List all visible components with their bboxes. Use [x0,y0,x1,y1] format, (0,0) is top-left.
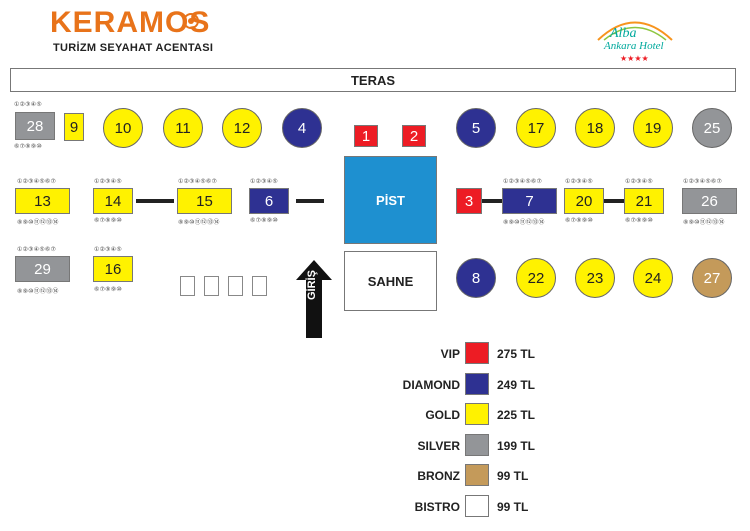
legend-swatch-vip [465,342,489,364]
table-11[interactable]: 11 [163,108,203,148]
seat-numbers: ⑧⑨⑩⑪⑫⑬⑭ [503,220,545,226]
legend-swatch-bistro [465,495,489,517]
giris-label: GİRİŞ [306,270,318,300]
table-8[interactable]: 8 [456,258,496,298]
table-21[interactable]: 21 [624,188,664,214]
pist-dance-floor: PİST [344,156,437,244]
table-29[interactable]: 29 [15,256,70,282]
legend-label-bistro: BISTRO [414,500,460,514]
table-7[interactable]: 7 [502,188,557,214]
seat-numbers: ①②③④⑤⑥⑦ [683,179,723,185]
table-14[interactable]: 14 [93,188,133,214]
legend-label-silver: SILVER [417,439,460,453]
legend-price-vip: 275 TL [497,347,536,361]
connector-bar [604,199,624,203]
table-24[interactable]: 24 [633,258,673,298]
teras-label: TERAS [10,68,736,92]
table-19[interactable]: 19 [633,108,673,148]
table-23[interactable]: 23 [575,258,615,298]
legend-label-diamond: DIAMOND [402,378,460,392]
seat-numbers: ①②③④⑤⑥⑦ [178,179,218,185]
table-6[interactable]: 6 [249,188,289,214]
connector-bar [482,199,502,203]
legend-price-bronz: 99 TL [497,469,529,483]
table-9[interactable]: 9 [64,113,84,141]
seat-numbers: ①②③④⑤ [250,179,278,185]
seat-numbers: ①②③④⑤ [94,179,122,185]
table-16[interactable]: 16 [93,256,133,282]
hotel-name-2: Ankara Hotel [604,40,664,52]
table-5[interactable]: 5 [456,108,496,148]
seat-numbers: ⑧⑨⑩⑪⑫⑬⑭ [17,220,59,226]
table-13[interactable]: 13 [15,188,70,214]
table-18[interactable]: 18 [575,108,615,148]
seat-numbers: ⑥⑦⑧⑨⑩ [94,287,122,293]
seat-numbers: ①②③④⑤⑥⑦ [503,179,543,185]
bistro-table[interactable] [180,276,195,296]
table-15[interactable]: 15 [177,188,232,214]
seat-numbers: ⑧⑨⑩⑪⑫⑬⑭ [178,220,220,226]
connector-bar [136,199,174,203]
table-3[interactable]: 3 [456,188,482,214]
table-28[interactable]: 28 [15,112,55,140]
connector-bar [296,199,324,203]
bistro-table[interactable] [228,276,243,296]
table-20[interactable]: 20 [564,188,604,214]
legend-price-gold: 225 TL [497,408,536,422]
hotel-name-1: Alba [610,26,637,41]
seat-numbers: ⑥⑦⑧⑨⑩ [14,144,42,150]
table-12[interactable]: 12 [222,108,262,148]
legend-label-vip: VIP [440,347,460,361]
keramos-logo: KERAMOS [50,6,211,39]
seat-numbers: ①②③④⑤ [625,179,653,185]
legend-swatch-gold [465,403,489,425]
bistro-table[interactable] [252,276,267,296]
legend-swatch-diamond [465,373,489,395]
legend-price-diamond: 249 TL [497,378,536,392]
alba-hotel-logo: Alba Ankara Hotel ★★★★ [580,10,690,65]
sahne-stage: SAHNE [344,251,437,311]
table-10[interactable]: 10 [103,108,143,148]
legend-swatch-bronz [465,464,489,486]
seat-numbers: ①②③④⑤⑥⑦ [17,179,57,185]
sun-icon [183,13,199,29]
table-17[interactable]: 17 [516,108,556,148]
legend-swatch-silver [465,434,489,456]
seat-numbers: ⑧⑨⑩⑪⑫⑬⑭ [683,220,725,226]
seat-numbers: ①②③④⑤ [14,102,42,108]
table-27[interactable]: 27 [692,258,732,298]
table-26[interactable]: 26 [682,188,737,214]
seat-numbers: ⑥⑦⑧⑨⑩ [250,218,278,224]
table-25[interactable]: 25 [692,108,732,148]
table-2[interactable]: 2 [402,125,426,147]
table-1[interactable]: 1 [354,125,378,147]
seat-numbers: ⑥⑦⑧⑨⑩ [94,218,122,224]
seat-numbers: ①②③④⑤⑥⑦ [17,247,57,253]
hotel-arch-icon [597,21,673,41]
table-22[interactable]: 22 [516,258,556,298]
legend-label-bronz: BRONZ [417,469,460,483]
legend-price-silver: 199 TL [497,439,536,453]
seat-numbers: ⑧⑨⑩⑪⑫⑬⑭ [17,289,59,295]
entrance-arrow-icon [296,260,332,338]
seat-numbers: ⑥⑦⑧⑨⑩ [625,218,653,224]
seat-numbers: ①②③④⑤ [94,247,122,253]
legend-price-bistro: 99 TL [497,500,529,514]
table-4[interactable]: 4 [282,108,322,148]
seat-numbers: ①②③④⑤ [565,179,593,185]
hotel-stars: ★★★★ [620,54,649,63]
legend-label-gold: GOLD [425,408,460,422]
bistro-table[interactable] [204,276,219,296]
seat-numbers: ⑥⑦⑧⑨⑩ [565,218,593,224]
keramos-subtitle: TURİZM SEYAHAT ACENTASI [53,42,214,54]
